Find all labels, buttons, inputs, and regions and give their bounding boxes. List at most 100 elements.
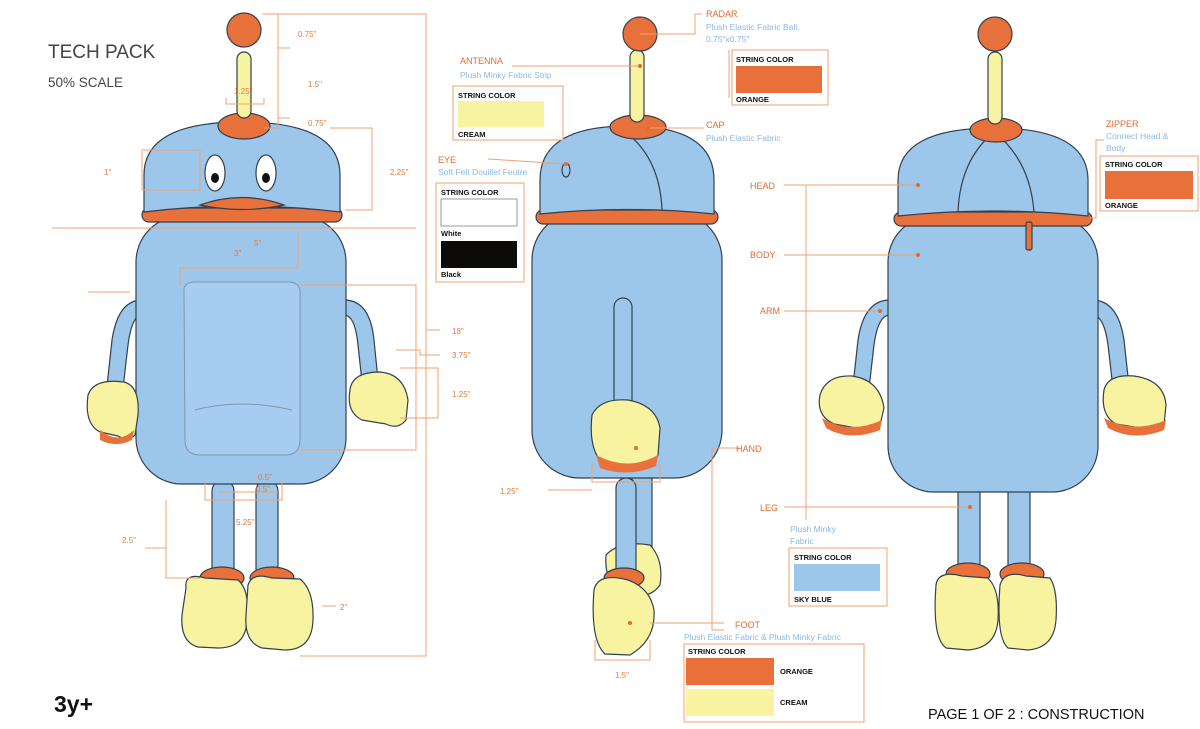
radar-swatch-orange: [736, 66, 822, 93]
back-head: [897, 127, 1089, 217]
antenna-swatch-label: CREAM: [458, 130, 486, 139]
zipper-swatch-label: ORANGE: [1105, 201, 1138, 210]
leg-label: LEG: [760, 503, 778, 513]
leg-fabric-swatch-label: SKY BLUE: [794, 595, 832, 604]
side-hand-tip: [596, 455, 658, 473]
radar-string-label: STRING COLOR: [736, 55, 794, 64]
back-right-hand: [1102, 375, 1167, 431]
foot-label: FOOT: [735, 620, 760, 630]
zipper-callout: ZIPPER Connect Head & Body STRING COLOR …: [1099, 119, 1199, 212]
dim-hand: 1.25": [452, 390, 471, 399]
back-left-foot: [934, 573, 999, 651]
cap-desc: Plush Elastic Fabric: [706, 133, 781, 143]
dim-arm: 3.75": [452, 351, 471, 360]
foot-swatch-cream: [686, 689, 774, 716]
zipper-swatch-orange: [1105, 171, 1193, 199]
body-label: BODY: [750, 250, 776, 260]
dim-leg-gap-2: 0.5": [256, 485, 270, 494]
leg-fabric-string-label: STRING COLOR: [794, 553, 852, 562]
side-front-foot: [592, 577, 655, 656]
antenna-desc: Plush Minky Fabric Strip: [460, 70, 552, 80]
eye-label: EYE: [438, 155, 456, 165]
front-radar: [226, 12, 262, 48]
front-left-pupil: [211, 173, 219, 183]
radar-desc-1: Plush Elastic Fabric Ball,: [706, 22, 800, 32]
front-left-hand-tip: [100, 430, 134, 444]
foot-swatch-orange: [686, 658, 774, 685]
radar-swatch-label: ORANGE: [736, 95, 769, 104]
zipper-string-label: STRING COLOR: [1105, 160, 1163, 169]
eye-callout: EYE Soft Felt Douillet Feutre STRING COL…: [435, 155, 528, 283]
radar-desc-2: 0.75"x0.75": [706, 34, 749, 44]
front-right-foot: [245, 575, 314, 651]
eye-swatch-1-label: White: [441, 229, 461, 238]
dim-side-hand: 1.25": [500, 487, 519, 496]
dim-foot-height: 2": [340, 603, 347, 612]
dim-antenna: 1.5": [308, 80, 322, 89]
dim-leg-gap: 0.5": [258, 473, 272, 482]
side-front-leg: [615, 477, 637, 579]
foot-desc: Plush Elastic Fabric & Plush Minky Fabri…: [684, 632, 842, 642]
back-left-hand: [818, 375, 885, 431]
eye-swatch-2-label: Black: [441, 270, 462, 279]
cap-callout: CAP Plush Elastic Fabric: [706, 120, 781, 143]
zipper-desc-1: Connect Head &: [1106, 131, 1169, 141]
side-callout-lines: [487, 13, 740, 661]
page-title: TECH PACK: [48, 42, 156, 63]
front-view: [86, 12, 409, 651]
head-label: HEAD: [750, 181, 776, 191]
back-view: [818, 16, 1167, 651]
front-left-foot: [181, 575, 249, 649]
dim-head: 2.25": [390, 168, 409, 177]
age-label: 3y+: [54, 691, 93, 717]
dim-leg: 2.5": [122, 536, 136, 545]
antenna-swatch-cream: [458, 101, 544, 127]
back-radar: [977, 16, 1013, 52]
eye-swatch-white: [440, 198, 518, 227]
back-antenna: [987, 51, 1003, 125]
leg-fabric-callout: Plush Minky Fabric STRING COLOR SKY BLUE: [788, 524, 888, 607]
back-callout-dots: [564, 64, 972, 625]
dim-pocket: 3": [234, 249, 241, 258]
page-indicator: PAGE 1 OF 2 : CONSTRUCTION: [928, 707, 1144, 723]
zipper-label: ZIPPER: [1106, 119, 1139, 129]
hand-label: HAND: [736, 444, 762, 454]
foot-swatch-1-label: ORANGE: [780, 667, 813, 676]
back-zipper-pull: [1025, 221, 1033, 251]
radar-label: RADAR: [706, 9, 738, 19]
dim-side-foot: 1.5": [615, 671, 629, 680]
arm-label: ARM: [760, 306, 780, 316]
dim-waist: 5.25": [236, 518, 255, 527]
antenna-label: ANTENNA: [460, 56, 503, 66]
scale-label: 50% SCALE: [48, 75, 123, 90]
radar-callout: RADAR Plush Elastic Fabric Ball, 0.75"x0…: [706, 9, 829, 106]
eye-desc: Soft Felt Douillet Feutre: [438, 167, 528, 177]
front-right-hand: [348, 371, 409, 427]
side-antenna: [629, 49, 645, 123]
front-dimensions: [52, 13, 440, 657]
side-head: [539, 125, 715, 215]
leg-fabric-desc-2: Fabric: [790, 536, 814, 546]
dim-eye: 1": [104, 168, 111, 177]
side-arm: [613, 297, 633, 409]
front-right-leg: [255, 479, 279, 581]
cap-label: CAP: [706, 120, 725, 130]
back-right-foot: [998, 573, 1057, 651]
side-dimension-labels: 1.25" 1.5": [500, 487, 629, 680]
back-part-labels: HEAD BODY ARM LEG: [750, 181, 780, 513]
dim-radar: 0.75": [298, 30, 317, 39]
back-left-hand-tip: [822, 418, 882, 436]
antenna-callout: ANTENNA Plush Minky Fabric Strip STRING …: [452, 56, 564, 141]
front-left-hand: [86, 380, 139, 440]
front-mouth: [197, 196, 287, 211]
leg-fabric-swatch-blue: [794, 564, 880, 591]
foot-callout: FOOT Plush Elastic Fabric & Plush Minky …: [683, 620, 865, 723]
foot-string-label: STRING COLOR: [688, 647, 746, 656]
front-pocket-fold: [194, 403, 293, 411]
foot-swatch-2-label: CREAM: [780, 698, 808, 707]
front-antenna: [236, 51, 252, 119]
leg-fabric-desc-1: Plush Minky: [790, 524, 837, 534]
dim-cap-width: 1.25": [234, 87, 253, 96]
eye-string-label: STRING COLOR: [441, 188, 499, 197]
